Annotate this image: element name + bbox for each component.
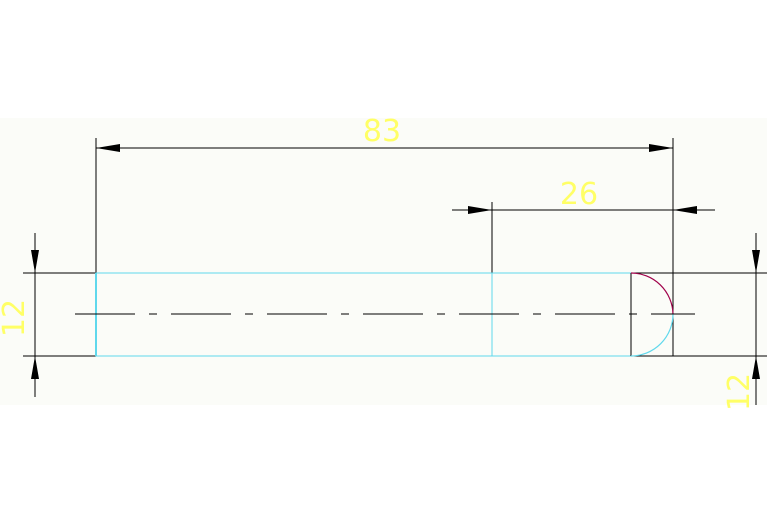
right-height-arrow-top [752, 250, 760, 273]
right-height-arrow-bottom [752, 356, 760, 379]
left-height-arrow-top [31, 250, 39, 273]
end-arc-cyan [630, 313, 674, 357]
drawing-viewport-band [0, 118, 767, 405]
right-height-label: 12 [722, 373, 757, 411]
overall-length-label: 83 [363, 114, 401, 149]
left-height-arrow-bottom [31, 356, 39, 379]
head-arrow-right [673, 206, 697, 214]
overall-arrow-left [96, 144, 120, 152]
overall-arrow-right [649, 144, 673, 152]
end-arc-magenta [630, 272, 674, 315]
head-length-label: 26 [560, 177, 598, 212]
head-arrow-left [468, 206, 492, 214]
left-height-label: 12 [0, 299, 32, 337]
